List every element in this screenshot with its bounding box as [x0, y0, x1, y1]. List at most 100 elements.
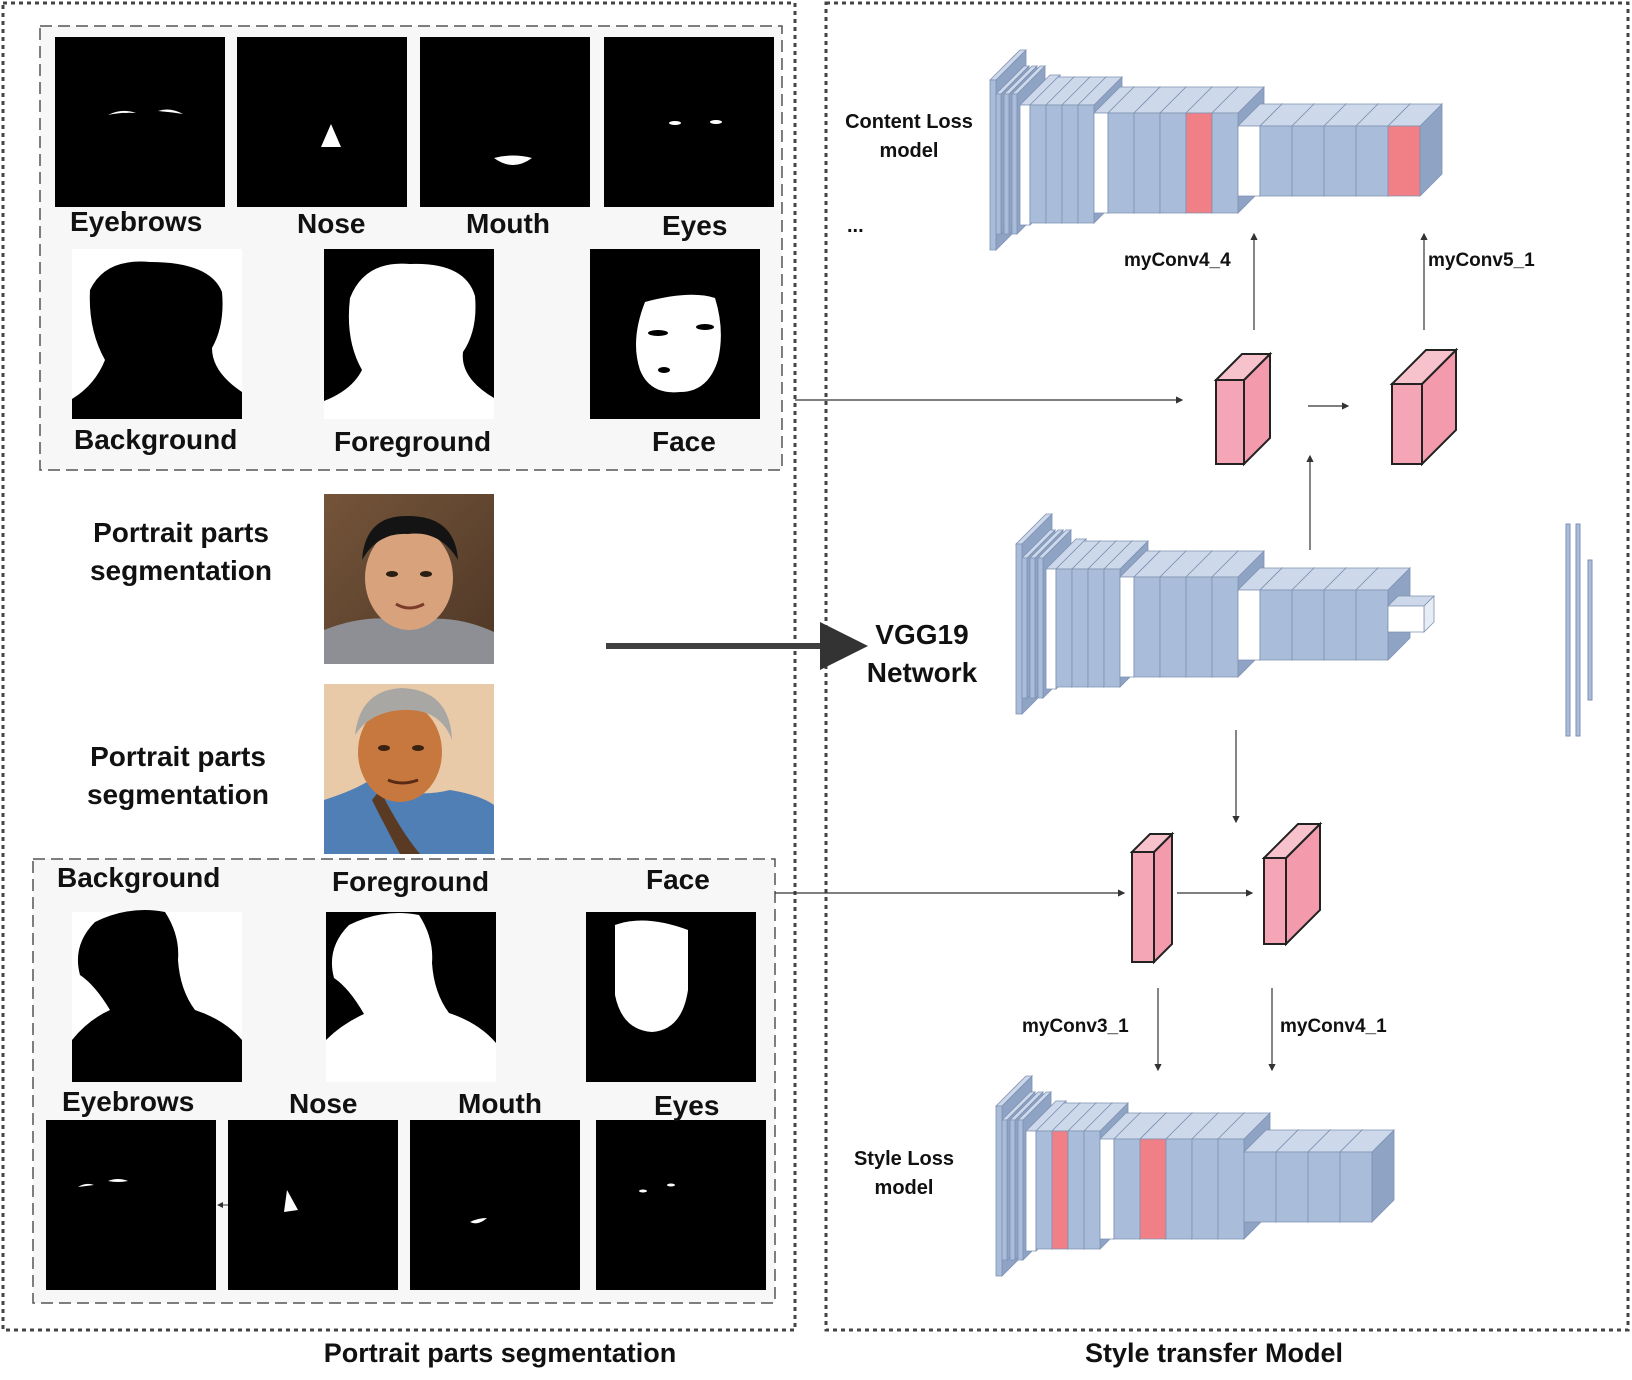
style-loss-network	[995, 1075, 1395, 1277]
mask-foreground-top	[324, 249, 494, 419]
vgg-label-line2: Network	[866, 657, 978, 688]
pink-style-a-front	[1131, 851, 1155, 963]
net-style-layer-7-front	[1067, 1130, 1085, 1250]
label-mouth-bottom: Mouth	[458, 1088, 542, 1119]
net-content-layer-17-front	[1291, 125, 1325, 197]
net-style-layer-13-front	[1191, 1138, 1219, 1240]
net-vgg-layer-3-front	[1037, 557, 1044, 699]
label-nose-top: Nose	[297, 208, 366, 239]
net-style-layer-1-front	[1001, 1119, 1008, 1261]
label-background-bottom: Background	[57, 862, 221, 893]
vgg-fc-bar-0	[1565, 523, 1571, 737]
pink-style-a-side	[1153, 831, 1173, 965]
net-content-layer-16-front	[1259, 125, 1293, 197]
net-content-layer-15-front	[1237, 125, 1261, 197]
style-portrait	[324, 684, 494, 854]
mask-nose-top	[237, 37, 407, 207]
left-section-border	[1, 1, 797, 1332]
net-style-layer-4-front	[1025, 1130, 1037, 1252]
net-content-layer-12-front	[1159, 112, 1187, 214]
vgg-label-line1: VGG19	[875, 619, 969, 650]
net-content-layer-10-front	[1107, 112, 1135, 214]
vgg-fc-bar-1	[1575, 523, 1581, 737]
mask-foreground-bottom	[326, 912, 496, 1082]
label-background-top: Background	[74, 424, 238, 455]
label-eyes-bottom: Eyes	[654, 1090, 720, 1121]
net-vgg-layer-16-front	[1291, 589, 1325, 661]
net-content-layer-5-front	[1029, 104, 1047, 224]
net-vgg-layer-8-front	[1103, 568, 1121, 688]
net-style-layer-15-front	[1243, 1151, 1277, 1223]
net-vgg-layer-18-front	[1355, 589, 1389, 661]
net-vgg-layer-1-front	[1021, 557, 1028, 699]
pink-style-b-front	[1263, 857, 1287, 945]
label-eyes-top: Eyes	[662, 210, 728, 241]
feature-map-blocks	[1129, 347, 1459, 965]
content-caption-line2: segmentation	[89, 555, 273, 586]
net-vgg-layer-19-front	[1387, 605, 1425, 633]
net-vgg-layer-14-front	[1237, 589, 1261, 661]
label-nose-bottom: Nose	[289, 1088, 358, 1119]
net-vgg-layer-12-front	[1185, 576, 1213, 678]
net-vgg-layer-11-front	[1159, 576, 1187, 678]
mask-face-bottom	[586, 912, 756, 1082]
net-content-layer-3-front	[1011, 93, 1018, 235]
mask-face-top	[590, 249, 760, 419]
left-section-title: Portrait parts segmentation	[323, 1338, 677, 1368]
label-myconv5-1: myConv5_1	[1428, 250, 1535, 271]
style-loss-line1: Style Loss	[853, 1148, 955, 1170]
mask-eyebrows-top	[55, 37, 225, 207]
net-style-layer-3-front	[1017, 1119, 1024, 1261]
net-style-layer-14-front	[1217, 1138, 1245, 1240]
content-caption-line1: Portrait parts	[93, 517, 269, 548]
vgg-fc-bar-2	[1587, 559, 1593, 701]
net-vgg-layer-9-front	[1119, 576, 1135, 678]
content-portrait	[324, 494, 494, 664]
net-vgg-layer-10-front	[1133, 576, 1161, 678]
net-style-layer-9-front	[1099, 1138, 1115, 1240]
net-content-layer-13-front	[1185, 112, 1213, 214]
style-caption-line1: Portrait parts	[90, 741, 266, 772]
content-loss-line2: model	[879, 140, 939, 162]
net-vgg-layer-0-front	[1015, 543, 1023, 715]
net-style-layer-12-front	[1165, 1138, 1193, 1240]
content-loss-line1: Content Loss	[845, 111, 973, 133]
label-eyebrows-bottom: Eyebrows	[62, 1086, 195, 1117]
style-caption-line2: segmentation	[86, 779, 270, 810]
pink-content-a-front	[1215, 379, 1245, 465]
mask-nose-bottom	[228, 1120, 398, 1290]
net-vgg-layer-4-front	[1045, 568, 1057, 690]
net-vgg-layer-2-front	[1029, 557, 1036, 699]
mask-mouth-bottom	[410, 1120, 580, 1290]
net-content-layer-14-front	[1211, 112, 1239, 214]
net-vgg-layer-5-front	[1055, 568, 1073, 688]
net-style-layer-18-front	[1339, 1151, 1373, 1223]
label-face-bottom: Face	[646, 864, 710, 895]
net-content-layer-0-front	[989, 79, 997, 251]
label-myconv4-1: myConv4_1	[1280, 1016, 1387, 1037]
ellipsis-label: ...	[847, 215, 864, 237]
right-section-title: Style transfer Model	[1084, 1338, 1344, 1368]
label-foreground-bottom: Foreground	[332, 866, 490, 897]
net-style-layer-6-front	[1051, 1130, 1069, 1250]
net-style-layer-8-front	[1083, 1130, 1101, 1250]
net-style-layer-11-front	[1139, 1138, 1167, 1240]
label-myconv4-4: myConv4_4	[1124, 250, 1231, 271]
net-content-layer-1-front	[995, 93, 1002, 235]
net-style-layer-5-front	[1035, 1130, 1053, 1250]
mask-background-bottom	[72, 909, 242, 1082]
net-vgg-layer-6-front	[1071, 568, 1089, 688]
mask-eyes-bottom	[596, 1120, 766, 1290]
vgg19-network	[1015, 513, 1593, 737]
net-content-layer-20-front	[1387, 125, 1421, 197]
net-content-layer-7-front	[1061, 104, 1079, 224]
net-style-layer-10-front	[1113, 1138, 1141, 1240]
mask-mouth-top	[420, 37, 590, 207]
label-face-top: Face	[652, 426, 716, 457]
pink-content-b-front	[1391, 383, 1423, 465]
net-vgg-layer-15-front	[1259, 589, 1293, 661]
net-content-layer-2-front	[1003, 93, 1010, 235]
net-vgg-layer-7-front	[1087, 568, 1105, 688]
